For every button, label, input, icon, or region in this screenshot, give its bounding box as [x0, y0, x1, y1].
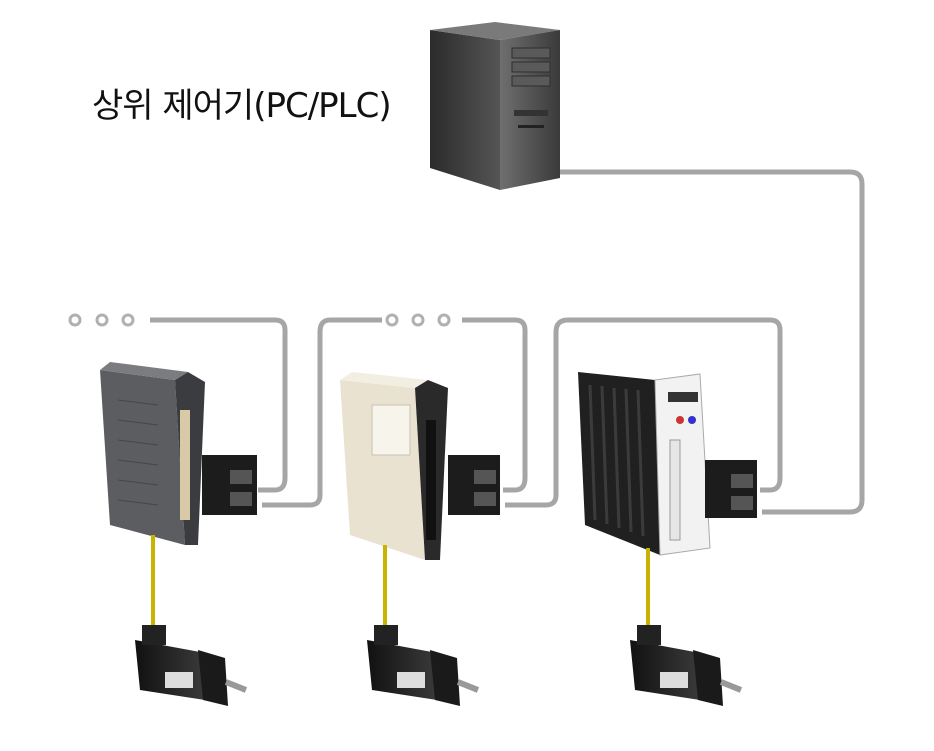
cable-drive3-to-drive2	[505, 317, 783, 508]
servo-motor-1	[135, 625, 248, 706]
ellipsis-middle	[385, 313, 451, 327]
cable-drive2-to-drive1	[262, 317, 382, 508]
cable-drive2-up	[462, 317, 528, 493]
servo-motor-2	[367, 625, 480, 706]
motor-cables	[151, 535, 650, 630]
ellipsis-left	[68, 313, 135, 327]
servo-drive-1	[100, 362, 257, 545]
diagram-title: 상위 제어기(PC/PLC)	[92, 86, 392, 126]
pc-tower-icon	[430, 22, 560, 190]
servo-motor-3	[630, 625, 743, 706]
cable-pc-to-drive3	[555, 169, 865, 515]
servo-drive-3	[578, 372, 757, 556]
cable-drive1-up	[150, 317, 288, 493]
network-cables	[150, 169, 865, 515]
servo-drive-2	[340, 372, 500, 560]
